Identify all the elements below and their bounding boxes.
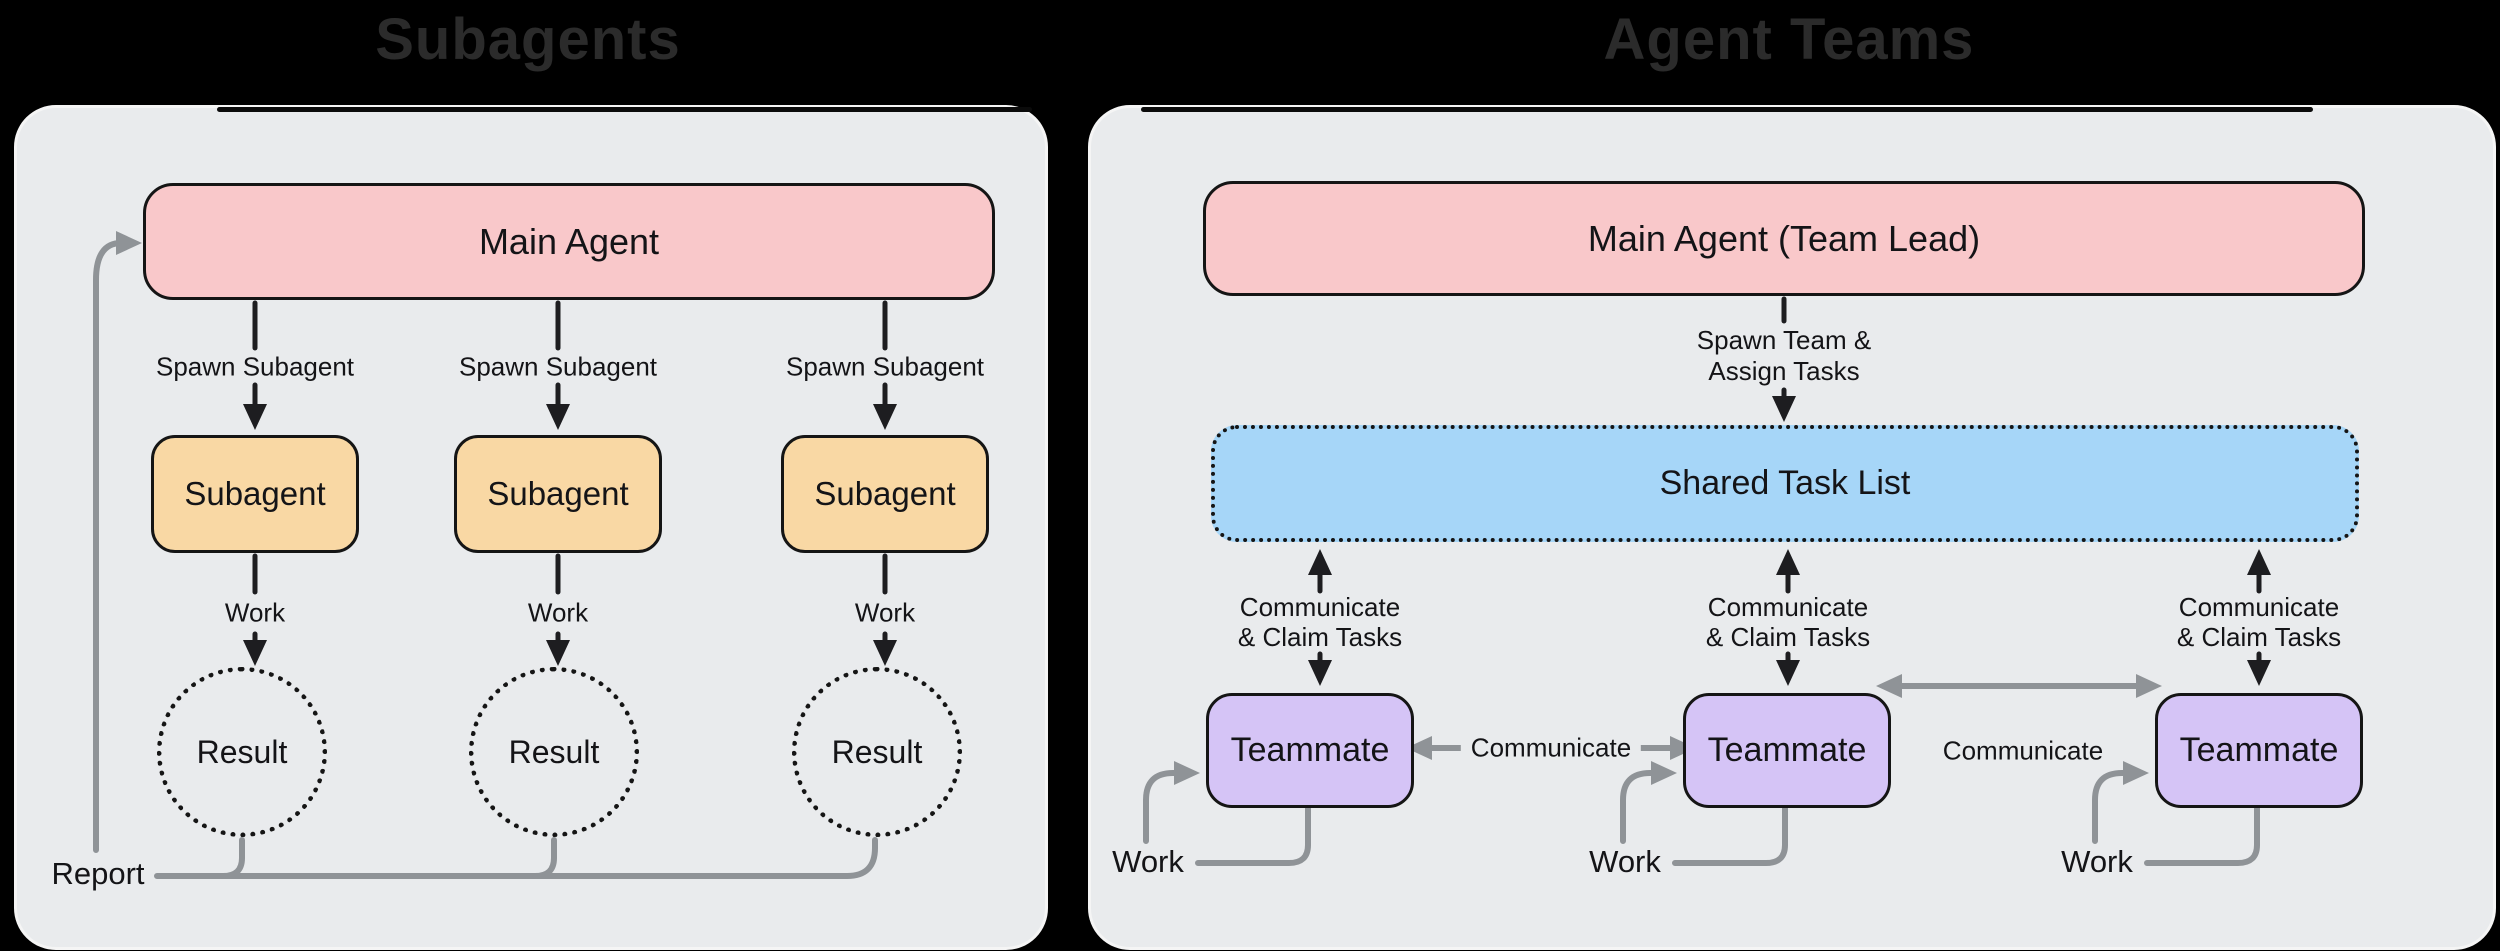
- claim-tasks-label-2-line2: & Claim Tasks: [1705, 622, 1871, 652]
- report-label: Report: [51, 856, 145, 891]
- claim-tasks-label-1-line1: Communicate: [1239, 592, 1401, 622]
- team-work-label-2: Work: [1589, 844, 1661, 879]
- claim-tasks-label-3-line2: & Claim Tasks: [2176, 622, 2342, 652]
- agent-teams-title: Agent Teams: [1603, 7, 1975, 72]
- spawn-subagent-label-2: Spawn Subagent: [458, 351, 658, 382]
- subagents-connectors: [93, 231, 897, 879]
- work-label-3: Work: [854, 597, 916, 628]
- teammate-node-2: Teammate: [1683, 693, 1891, 808]
- communicate-label-2: Communicate: [1942, 735, 2104, 766]
- result2-report-branch: [532, 837, 557, 879]
- spawn-team-label: Spawn Team & Assign Tasks: [1697, 325, 1871, 387]
- report-feedback-arrow: [93, 231, 142, 853]
- claim-tasks-label-1-line2: & Claim Tasks: [1237, 622, 1403, 652]
- subagents-panel-top-stroke: [217, 107, 1032, 112]
- result-node-2: Result: [469, 667, 639, 837]
- claim-tasks-label-1: Communicate & Claim Tasks: [1238, 592, 1402, 652]
- subagent-node-3: Subagent: [781, 435, 989, 553]
- team-work-label-3: Work: [2061, 844, 2133, 879]
- work-loop-entry-3: [2092, 761, 2149, 844]
- report-bus-line: [154, 837, 878, 879]
- subagent-node-1: Subagent: [151, 435, 359, 553]
- team-work-label-1: Work: [1112, 844, 1184, 879]
- teammate-node-1: Teammate: [1206, 693, 1414, 808]
- spawn-team-label-line1: Spawn Team &: [1696, 325, 1872, 355]
- work-loop-entry-2: [1620, 761, 1677, 844]
- communicate-label-1: Communicate: [1460, 732, 1642, 764]
- work-loop-exit-2: [1672, 805, 1788, 866]
- agent-teams-panel-top-stroke: [1141, 107, 2313, 112]
- work-label-2: Work: [527, 597, 589, 628]
- claim-tasks-label-3-line1: Communicate: [2178, 592, 2340, 622]
- spawn-team-label-line2: Assign Tasks: [1708, 356, 1860, 386]
- result-node-3: Result: [792, 667, 962, 837]
- teammate-node-3: Teammate: [2155, 693, 2363, 808]
- work-loop-exit-1: [1195, 805, 1311, 866]
- result1-report-branch: [220, 837, 245, 879]
- work-label-1: Work: [224, 597, 286, 628]
- shared-task-list-node: Shared Task List: [1211, 425, 2359, 542]
- spawn-subagent-label-3: Spawn Subagent: [785, 351, 985, 382]
- claim-tasks-label-2-line1: Communicate: [1707, 592, 1869, 622]
- claim-tasks-label-3: Communicate & Claim Tasks: [2177, 592, 2341, 652]
- subagents-title: Subagents: [375, 7, 681, 72]
- team-lead-node: Main Agent (Team Lead): [1203, 181, 2365, 296]
- claim-tasks-label-2: Communicate & Claim Tasks: [1706, 592, 1870, 652]
- agent-teams-panel: Main Agent (Team Lead) Spawn Team & Assi…: [1088, 105, 2496, 950]
- spawn-subagent-label-1: Spawn Subagent: [155, 351, 355, 382]
- main-agent-node: Main Agent: [143, 183, 995, 300]
- subagents-panel: Main Agent Spawn Subagent Spawn Subagent…: [14, 105, 1048, 950]
- result-node-1: Result: [157, 667, 327, 837]
- work-loop-exit-3: [2144, 805, 2260, 866]
- subagent-node-2: Subagent: [454, 435, 662, 553]
- work-loop-entry-1: [1143, 761, 1200, 844]
